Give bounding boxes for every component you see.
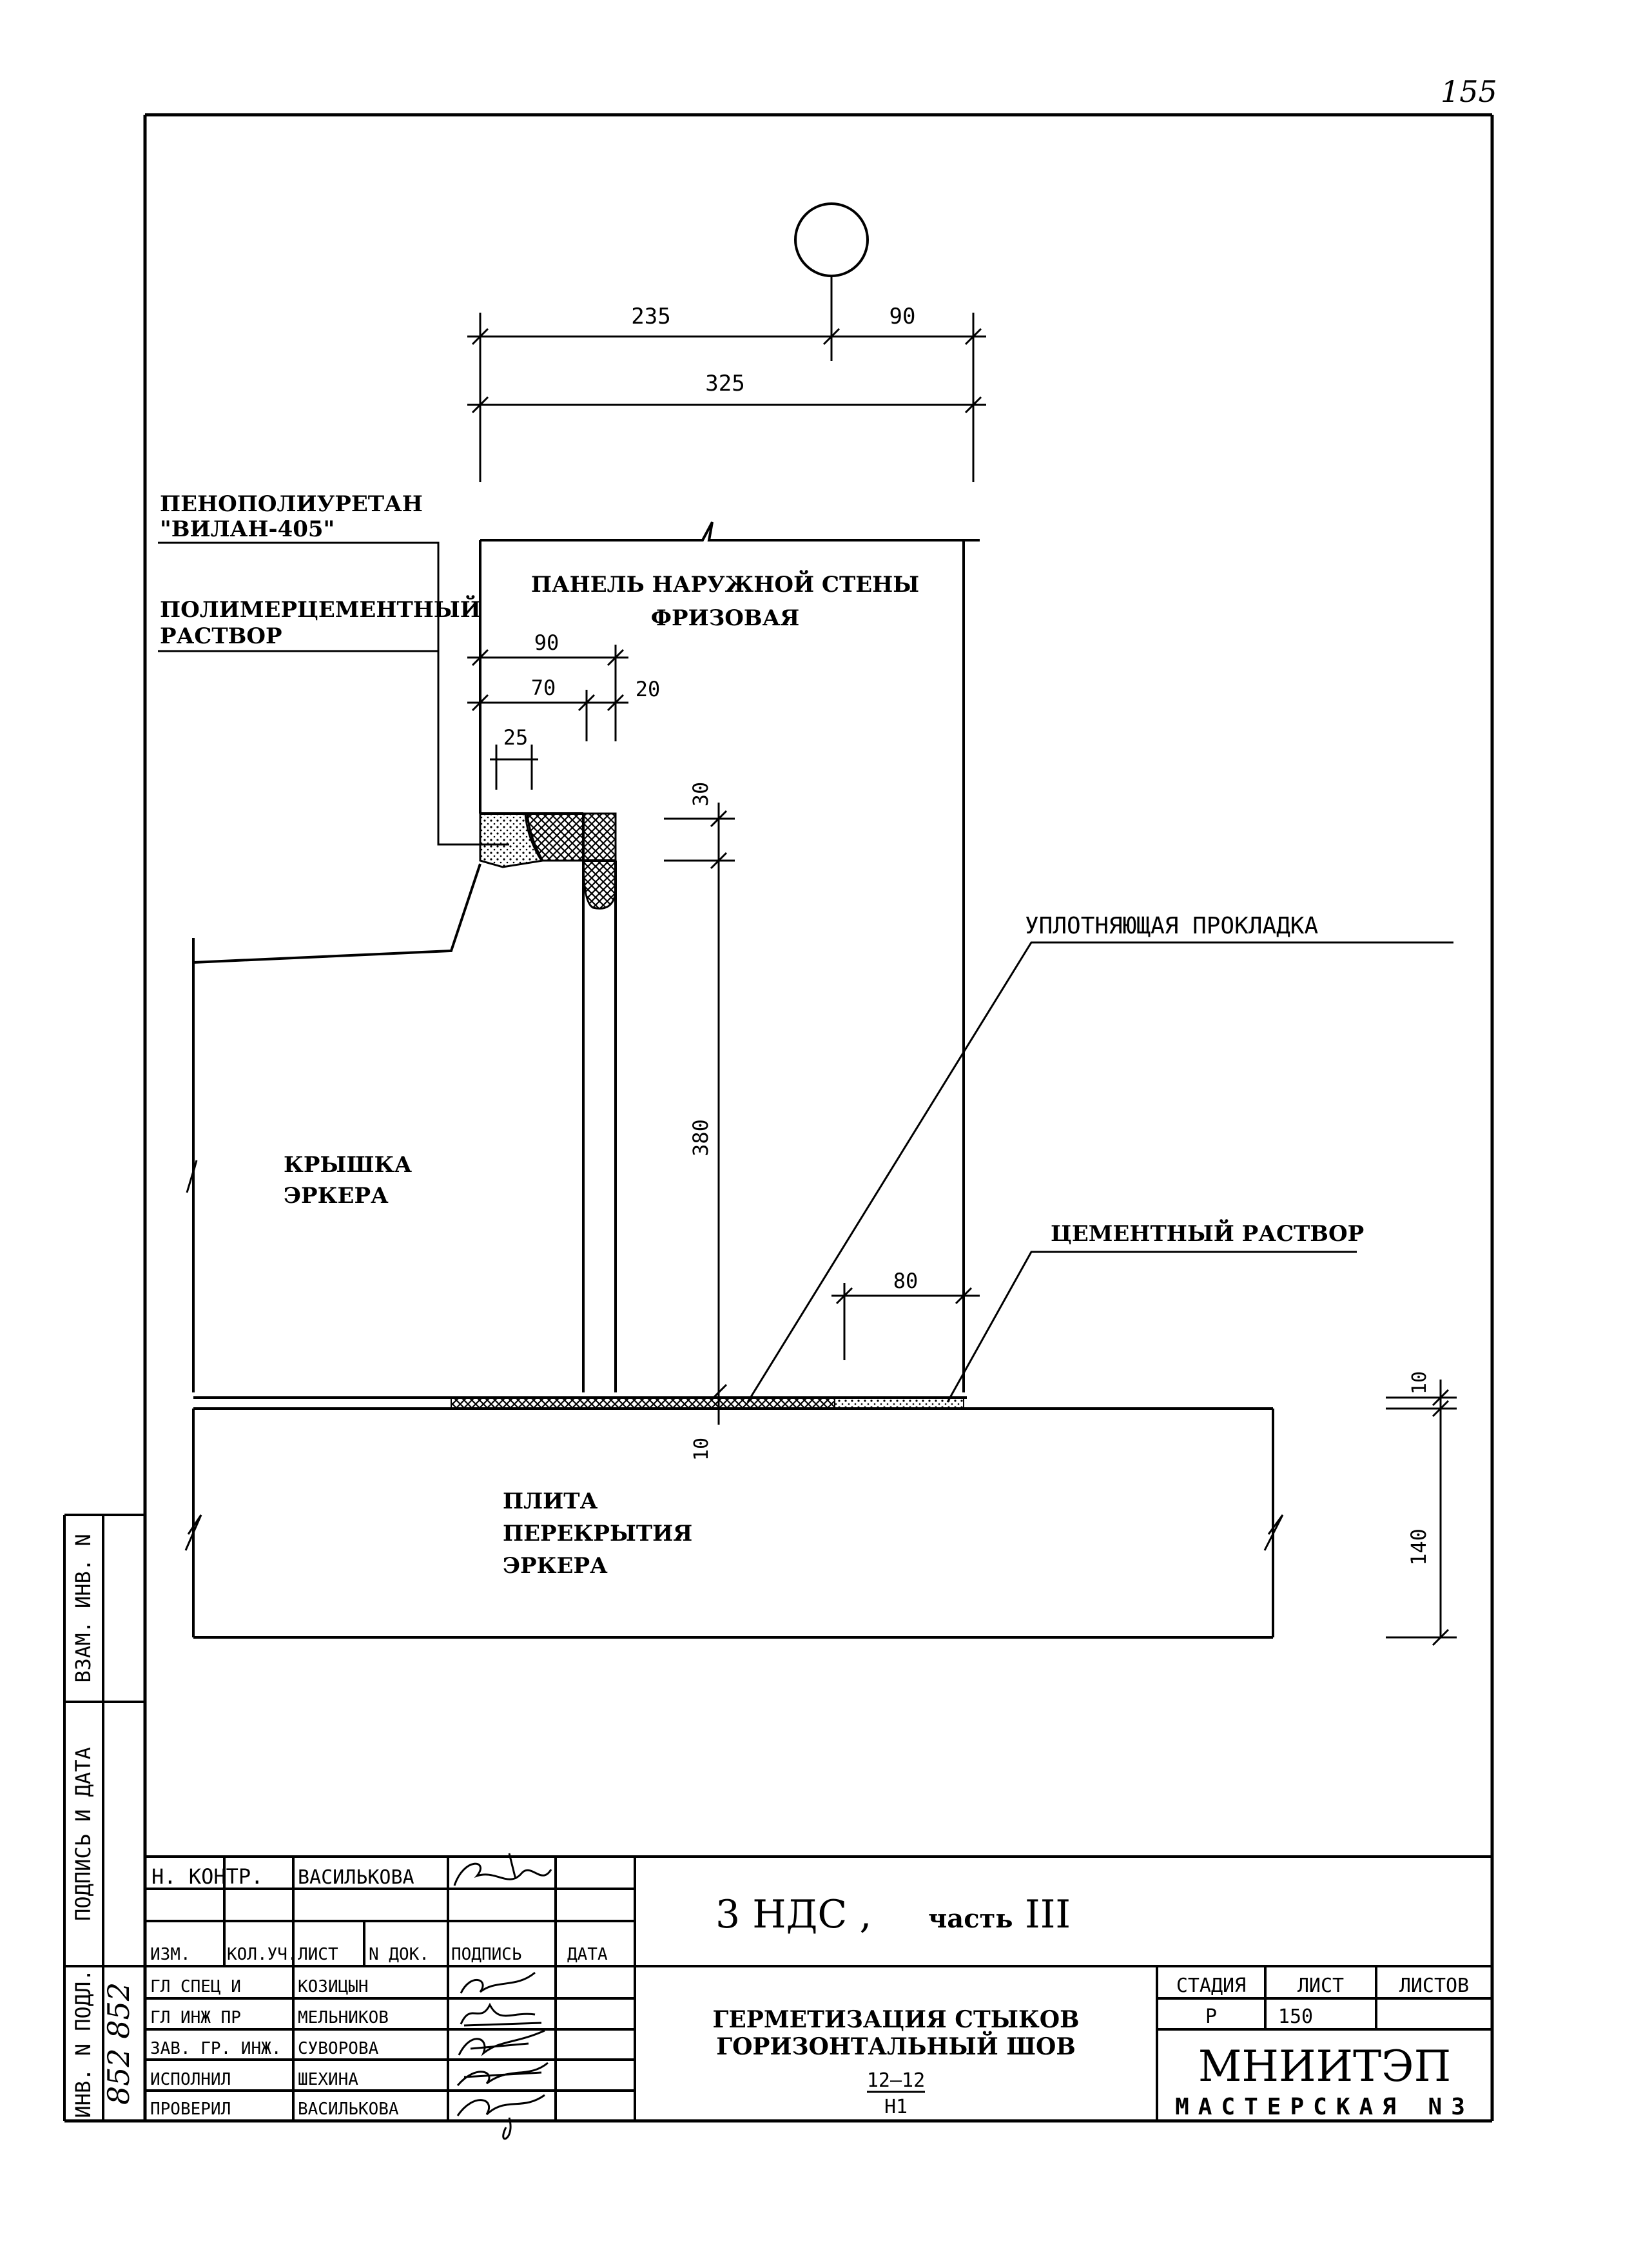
dim-10-right: 10 [1408, 1371, 1431, 1394]
dim-10-bottom: 10 [690, 1438, 713, 1461]
dim-325: 325 [705, 371, 744, 396]
dim-380: 380 [688, 1119, 713, 1156]
header-kol-uch: КОЛ.УЧ. [227, 1945, 298, 1964]
top-dimensions [467, 313, 986, 482]
row-role-2: ГЛ ИНЖ ПР [150, 2008, 241, 2027]
label-cover-1: КРЫШКА [284, 1152, 412, 1178]
n-kontr-signature [453, 1853, 552, 1886]
dim-235: 235 [631, 304, 670, 329]
dim-90-left: 90 [534, 630, 559, 655]
joint-drawing: 235 90 325 [158, 202, 1457, 1646]
label-polymer-1: ПОЛИМЕРЦЕМЕНТНЫЙ [160, 595, 481, 623]
sheets-label: ЛИСТОВ [1399, 1975, 1469, 1997]
stamp-inv: ИНВ. N ПОДЛ. [71, 1969, 95, 2118]
doc-code: 3 НДС , [715, 1892, 871, 1937]
stage-label: СТАДИЯ [1176, 1975, 1246, 1997]
dim-140: 140 [1406, 1528, 1431, 1566]
row-role-5: ПРОВЕРИЛ [150, 2100, 231, 2119]
leader-lines [158, 541, 1453, 1403]
label-foam-1: ПЕНОПОЛИУРЕТАН [160, 491, 423, 517]
label-slab-1: ПЛИТА [503, 1488, 598, 1514]
part-num: III [1025, 1892, 1071, 1937]
row-name-5: ВАСИЛЬКОВА [298, 2100, 399, 2119]
header-podpis: ПОДПИСЬ [451, 1945, 522, 1964]
cement-mortar [834, 1397, 964, 1409]
dim-90-top: 90 [889, 304, 916, 329]
header-list: ЛИСТ [298, 1945, 338, 1964]
right-dimensions [1386, 1380, 1457, 1646]
page-number: 155 [1441, 74, 1497, 109]
node-number: 12–12 [867, 2069, 925, 2092]
row-role-4: ИСПОЛНИЛ [150, 2070, 231, 2089]
polymer-mortar [479, 812, 545, 868]
label-panel-2: ФРИЗОВАЯ [651, 605, 800, 631]
row-name-3: СУВОРОВА [298, 2039, 379, 2058]
dim-20: 20 [636, 677, 661, 701]
label-panel-1: ПАНЕЛЬ НАРУЖНОЙ СТЕНЫ [531, 570, 919, 598]
label-polymer-2: РАСТВОР [160, 623, 282, 649]
drawing-frame [64, 113, 1494, 2123]
floor-slab [192, 1396, 1274, 1639]
node-sheet: Н1 [884, 2096, 908, 2118]
stamp-vzam: ВЗАМ. ИНВ. N [71, 1534, 95, 1683]
sealing-gasket [451, 1397, 835, 1409]
header-data: ДАТА [567, 1945, 608, 1964]
stamp-inv-value: 852 852 [101, 1982, 136, 2105]
header-n-dok: N ДОК. [369, 1945, 429, 1964]
sheet-label: ЛИСТ [1297, 1975, 1344, 1997]
stage-value: Р [1205, 2005, 1217, 2028]
n-kontr-name: ВАСИЛЬКОВА [298, 1866, 414, 1889]
bay-cover [192, 863, 481, 1392]
row-role-3: ЗАВ. ГР. ИНЖ. [150, 2039, 282, 2058]
sheet-value: 150 [1278, 2005, 1313, 2028]
label-slab-2: ПЕРЕКРЫТИЯ [503, 1521, 692, 1546]
workshop: МАСТЕРСКАЯ N3 [1175, 2094, 1474, 2120]
title-line-1: ГЕРМЕТИЗАЦИЯ СТЫКОВ [712, 2006, 1079, 2033]
header-izm: ИЗМ. [150, 1945, 191, 1964]
title-line-2: ГОРИЗОНТАЛЬНЫЙ ШОВ [716, 2031, 1076, 2060]
label-foam-2: "ВИЛАН-405" [160, 516, 335, 542]
dim-80-lines [831, 1283, 980, 1360]
dim-25: 25 [503, 725, 529, 750]
stamp-podpis: ПОДПИСЬ И ДАТА [71, 1747, 95, 1921]
left-dimensions [467, 645, 628, 790]
node-marker [794, 202, 869, 277]
vertical-dimensions [664, 803, 735, 1405]
dim-30: 30 [688, 782, 713, 807]
label-slab-3: ЭРКЕРА [503, 1553, 608, 1579]
row-role-1: ГЛ СПЕЦ И [150, 1977, 241, 1996]
org-name: МНИИТЭП [1198, 2042, 1451, 2091]
label-gasket: УПЛОТНЯЮЩАЯ ПРОКЛАДКА [1025, 913, 1318, 939]
row-name-1: КОЗИЦЫН [298, 1977, 369, 1996]
label-cover-2: ЭРКЕРА [284, 1183, 389, 1209]
part-word: часть [928, 1904, 1013, 1934]
signatures [456, 1971, 549, 2140]
n-kontr-role: Н. КОНТР. [151, 1864, 263, 1889]
dim-80: 80 [893, 1269, 918, 1293]
row-name-4: ШЕХИНА [298, 2070, 358, 2089]
dim-70: 70 [531, 676, 556, 700]
row-name-2: МЕЛЬНИКОВ [298, 2008, 389, 2027]
title-block-grid [145, 1855, 1492, 2121]
side-stamp [63, 1514, 145, 2121]
label-cement: ЦЕМЕНТНЫЙ РАСТВОР [1051, 1219, 1364, 1247]
